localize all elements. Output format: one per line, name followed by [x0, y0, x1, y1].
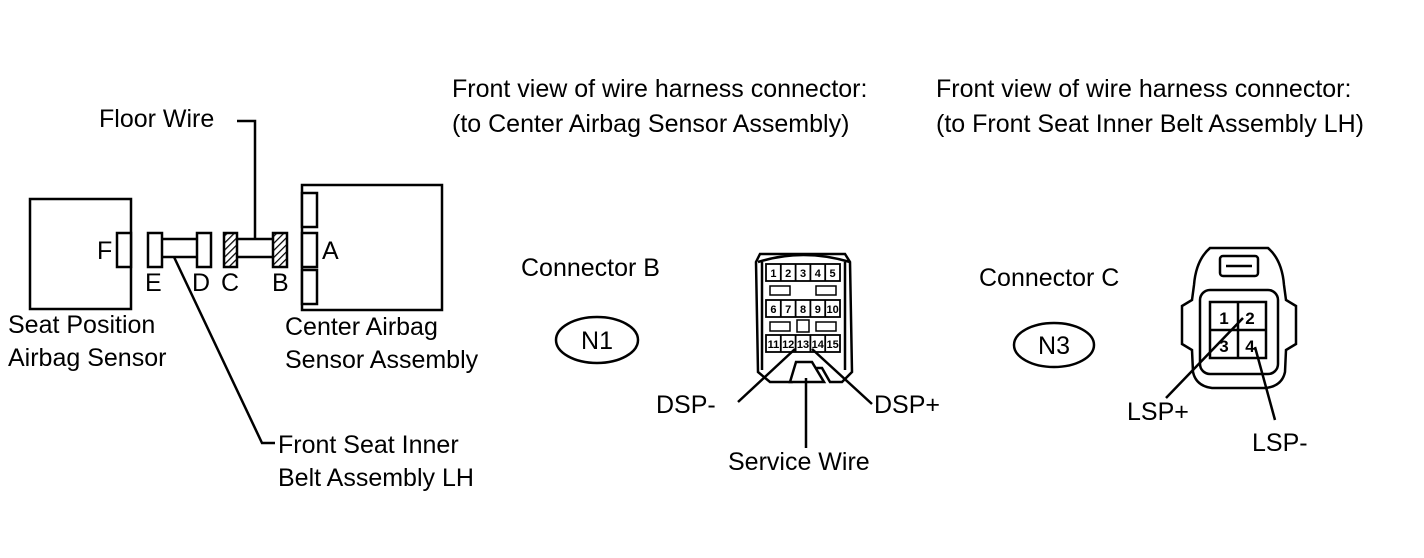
- connector-c-title: Connector C: [979, 264, 1119, 292]
- front-view-c-title-1: Front view of wire harness connector:: [936, 75, 1351, 103]
- connector-b-spacer-right2: [815, 321, 837, 332]
- connector-b-pin: 10: [826, 304, 838, 316]
- connector-d-label: D: [192, 269, 210, 297]
- connector-c-detail: Connector C N3 1 2 3 4 LSP+ LSP-: [979, 246, 1308, 457]
- connector-c-pin: 4: [1245, 337, 1255, 356]
- center-airbag-sensor-box: [300, 183, 444, 312]
- n1-label: N1: [581, 327, 613, 355]
- center-airbag-socket-top: [300, 191, 319, 229]
- n3-oval: [1012, 321, 1096, 369]
- dsp-minus-label: DSP-: [656, 391, 716, 419]
- connector-b: [271, 231, 289, 269]
- connector-c: [222, 231, 239, 269]
- center-airbag-label-1: Center Airbag: [285, 313, 438, 341]
- center-airbag-label-2: Sensor Assembly: [285, 346, 479, 374]
- connector-b-center-key: [796, 319, 810, 333]
- connector-b-row1: [765, 263, 841, 282]
- connector-e: [146, 231, 164, 269]
- connector-b-spacer-left: [769, 285, 791, 296]
- dsp-plus-leader: [811, 348, 873, 405]
- floor-wire-label: Floor Wire: [99, 105, 214, 133]
- connector-b-label: B: [272, 269, 289, 297]
- seat-position-sensor-label-1: Seat Position: [8, 311, 155, 339]
- lsp-minus-label: LSP-: [1252, 429, 1308, 457]
- floor-wire-leader: [237, 119, 257, 239]
- connector-b-row2: [765, 299, 841, 318]
- connector-b-spacer-right: [815, 285, 837, 296]
- center-airbag-socket-a: [300, 231, 319, 269]
- seat-position-sensor-label-2: Airbag Sensor: [8, 344, 166, 372]
- connector-b-pin: 9: [815, 304, 821, 316]
- connector-b-pin: 2: [785, 268, 791, 280]
- connector-e-label: E: [145, 269, 162, 297]
- connector-b-pin: 8: [800, 304, 806, 316]
- lsp-plus-leader: [1165, 317, 1244, 399]
- front-seat-belt-leader: [172, 256, 275, 445]
- connector-b-pin: 15: [826, 339, 838, 351]
- lsp-plus-label: LSP+: [1127, 398, 1189, 426]
- center-airbag-socket-bottom: [300, 268, 319, 306]
- connector-b-title: Connector B: [521, 254, 660, 282]
- connector-b-spacer-left2: [769, 321, 791, 332]
- connector-b-pin: 3: [800, 268, 806, 280]
- connector-b-pin: 6: [770, 304, 776, 316]
- connector-b-pin: 14: [812, 339, 825, 351]
- front-view-c-title-2: (to Front Seat Inner Belt Assembly LH): [936, 110, 1364, 138]
- connector-b-lock-tab: [788, 360, 827, 384]
- dsp-minus-leader: [737, 348, 796, 403]
- connector-b-pin: 12: [782, 339, 794, 351]
- connector-b-pin: 1: [770, 268, 776, 280]
- front-view-b-title-1: Front view of wire harness connector:: [452, 75, 867, 103]
- front-view-b-title-2: (to Center Airbag Sensor Assembly): [452, 110, 849, 138]
- connector-b-housing-top: [757, 253, 851, 264]
- connector-b-pin: 7: [785, 304, 791, 316]
- front-seat-belt-label-1: Front Seat Inner: [278, 431, 459, 459]
- connector-b-detail: Connector B N1: [521, 252, 940, 476]
- n3-label: N3: [1038, 332, 1070, 360]
- connector-c-pin: 3: [1219, 337, 1228, 356]
- connector-b-row3: [765, 334, 841, 353]
- lsp-minus-leader: [1253, 346, 1277, 421]
- connector-f-socket: [115, 231, 133, 269]
- connector-c-pin: 1: [1219, 309, 1228, 328]
- connector-b-pin: 11: [768, 339, 780, 351]
- connector-d: [195, 231, 213, 269]
- connector-b-pin: 4: [815, 268, 822, 280]
- connector-c-label: C: [221, 269, 239, 297]
- front-seat-belt-label-2: Belt Assembly LH: [278, 464, 474, 492]
- connector-c-pin: 2: [1245, 309, 1254, 328]
- connector-f-label: F: [97, 237, 112, 265]
- dsp-plus-label: DSP+: [874, 391, 940, 419]
- service-wire-label: Service Wire: [728, 448, 870, 476]
- connector-b-pin-grid: 1 2 3 4 5 6 7 8 9 10 11 12 13 14 15: [765, 263, 841, 353]
- wiring-overview: F Seat Position Airbag Sensor E D C B Fl…: [8, 105, 479, 492]
- n1-oval: [554, 315, 640, 365]
- connector-b-pin: 13: [797, 339, 809, 351]
- seat-position-sensor-box: [28, 197, 133, 311]
- connector-a-label: A: [322, 237, 339, 265]
- connector-b-pin: 5: [830, 268, 836, 280]
